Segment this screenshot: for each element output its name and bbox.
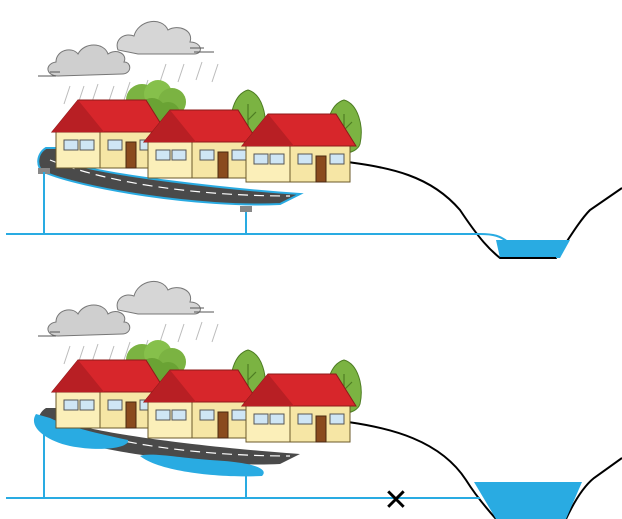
house-icon [144, 370, 258, 438]
panel-top-normal-drainage [6, 21, 622, 258]
house-icon [144, 110, 258, 178]
cloud-icon [38, 281, 218, 364]
stream-water [496, 240, 570, 258]
blockage-marker: ✕ [383, 483, 408, 518]
panel-bottom-blocked-drainage: ✕ [6, 281, 622, 519]
house-icon [242, 374, 356, 442]
terrain-line [348, 162, 622, 258]
cloud-icon [38, 21, 218, 104]
house-icon [242, 114, 356, 182]
